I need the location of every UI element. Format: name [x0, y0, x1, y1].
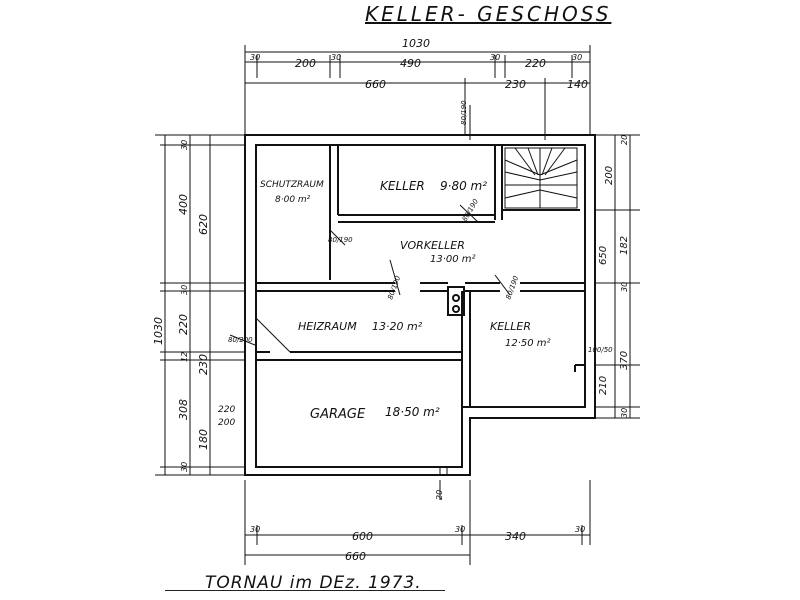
dim-bottom-30c: 30 — [575, 525, 585, 534]
dim-bottom-20: 20 — [435, 490, 444, 500]
opening-markers — [229, 105, 546, 346]
dim-left-30b: 30 — [180, 285, 189, 295]
dim-top-200: 200 — [295, 57, 316, 70]
dim-left-308: 308 — [177, 399, 190, 420]
room-name-garage: GARAGE — [310, 407, 366, 422]
inner-dim-220: 220 — [218, 405, 235, 415]
opening-window-2: 100/50 — [588, 346, 613, 354]
dim-left-230: 230 — [197, 354, 210, 375]
dim-top-30b: 30 — [331, 53, 341, 62]
dimension-lines-top — [244, 45, 591, 135]
dim-right-200: 200 — [604, 166, 615, 185]
dim-left-220: 220 — [177, 314, 190, 335]
inner-dim-200: 200 — [218, 418, 235, 428]
room-name-keller-right: KELLER — [490, 320, 531, 333]
opening-schutzraum-door: 80/190 — [328, 236, 353, 244]
dim-left-30a: 30 — [180, 140, 189, 150]
dim-top-30a: 30 — [250, 53, 260, 62]
dim-right-182: 182 — [619, 236, 630, 255]
dim-right-30: 30 — [620, 282, 629, 292]
dimension-lines-right — [595, 134, 640, 419]
dim-top-1030: 1030 — [402, 37, 430, 50]
dim-right-20: 20 — [620, 135, 629, 145]
door-swing — [255, 317, 291, 353]
dim-left-12: 12 — [180, 352, 189, 362]
dim-top-140: 140 — [567, 78, 588, 91]
room-name-keller-top: KELLER — [380, 179, 425, 193]
plan-footer: TORNAU im DEz. 1973. — [205, 573, 422, 593]
dimension-lines-left — [155, 134, 245, 476]
plan-title: KELLER- GESCHOSS — [365, 2, 612, 26]
dim-right-210: 210 — [598, 376, 609, 395]
dim-left-400: 400 — [177, 194, 190, 215]
opening-keller-door: 80/190 — [461, 197, 481, 223]
room-name-heizraum: HEIZRAUM — [298, 320, 357, 333]
dim-right-30b: 30 — [620, 408, 629, 418]
dim-bottom-30b: 30 — [455, 525, 465, 534]
garage-door-mark — [439, 467, 448, 475]
room-area-vorkeller: 13·00 m² — [430, 254, 476, 265]
dim-top-490: 490 — [400, 57, 421, 70]
opening-window-1: 80/190 — [460, 100, 468, 125]
room-area-keller-top: 9·80 m² — [440, 179, 487, 193]
room-area-schutzraum: 8·00 m² — [275, 195, 311, 205]
opening-garage-door: 80/200 — [228, 336, 253, 344]
room-area-garage: 18·50 m² — [385, 405, 440, 419]
dim-bottom-600: 600 — [352, 530, 373, 543]
dim-left-30c: 30 — [180, 462, 189, 472]
room-name-vorkeller: VORKELLER — [400, 239, 465, 252]
dim-top-220: 220 — [525, 57, 546, 70]
dim-left-180: 180 — [197, 429, 210, 450]
dim-bottom-340: 340 — [505, 530, 526, 543]
dim-top-30d: 30 — [572, 53, 582, 62]
dim-right-650: 650 — [598, 246, 609, 265]
room-area-heizraum: 13·20 m² — [372, 320, 423, 333]
dim-top-660: 660 — [365, 78, 386, 91]
footer-underline — [165, 590, 445, 591]
dim-left-1030: 1030 — [152, 317, 165, 345]
dimension-lines-bottom — [244, 480, 591, 565]
interior-walls — [256, 145, 585, 407]
staircase — [504, 147, 578, 209]
dim-bottom-30a: 30 — [250, 525, 260, 534]
dim-right-370: 370 — [619, 351, 630, 370]
dim-top-30c: 30 — [490, 53, 500, 62]
room-name-schutzraum: SCHUTZRAUM — [260, 180, 324, 190]
dim-left-620: 620 — [197, 214, 210, 235]
dim-top-230: 230 — [505, 78, 526, 91]
dim-bottom-660: 660 — [345, 550, 366, 563]
opening-heizraum-door: 80/190 — [386, 274, 402, 300]
room-area-keller-right: 12·50 m² — [505, 338, 551, 349]
opening-keller-right-door: 80/190 — [504, 274, 520, 300]
